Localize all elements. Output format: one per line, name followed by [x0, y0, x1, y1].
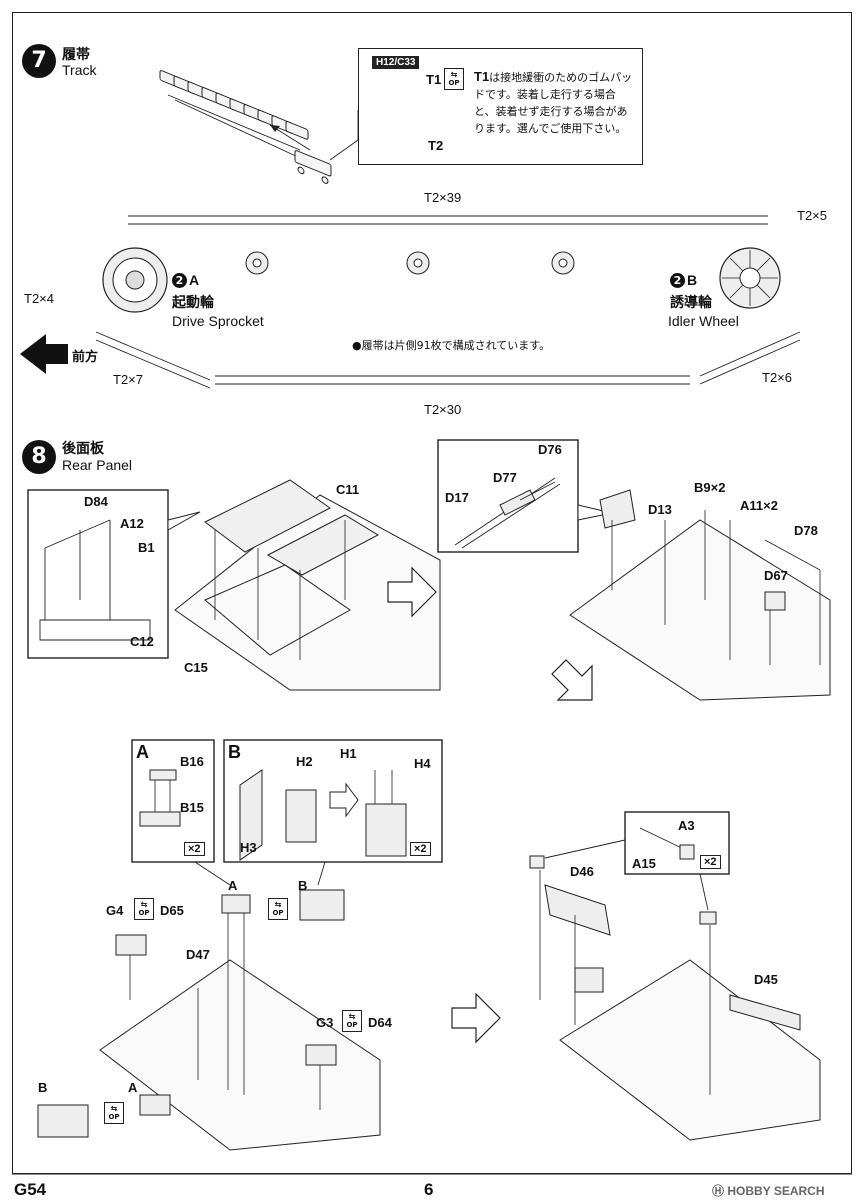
- count-left-bottom: T2×7: [113, 372, 143, 387]
- label-b1: B1: [138, 540, 155, 555]
- track-loop: [95, 215, 801, 389]
- label-h2: H2: [296, 754, 313, 769]
- step7-track-strip: [159, 70, 359, 184]
- inset-note-text: は接地緩衝のためのゴムパッドです。装着し走行する場合と、装着せず走行する場合があ…: [474, 71, 633, 135]
- footer-code: G54: [14, 1180, 47, 1199]
- step8-hull-lower-left: [37, 889, 381, 1151]
- label-a3: A3: [678, 818, 695, 833]
- front-arrow: [20, 334, 68, 374]
- sub-a-box: [131, 739, 231, 886]
- label-d67: D67: [764, 568, 788, 583]
- idler-wheel-jp: 誘導輪: [670, 295, 712, 311]
- label-d47: D47: [186, 947, 210, 962]
- drive-sprocket-en: Drive Sprocket: [172, 313, 264, 329]
- part-t2-label: T2: [428, 138, 444, 153]
- step7-title-jp: 履帯: [62, 47, 90, 63]
- watermark: Ⓗ HOBBY SEARCH: [712, 1182, 824, 1199]
- label-h4: H4: [414, 756, 431, 771]
- step8-inset-box-left: [27, 489, 201, 659]
- label-d77: D77: [493, 470, 517, 485]
- watermark-text: HOBBY SEARCH: [727, 1184, 825, 1198]
- step8-hull-upper: [174, 479, 441, 691]
- page-number: 6: [424, 1180, 434, 1199]
- step8-next-arrows: [387, 566, 593, 1044]
- label-a12: A12: [120, 516, 144, 531]
- label-d13: D13: [648, 502, 672, 517]
- label-c12: C12: [130, 634, 154, 649]
- label-h3: H3: [240, 840, 257, 855]
- op-icon: ⇆OP: [268, 898, 288, 920]
- label-a-marker: A: [228, 878, 238, 893]
- watermark-logo-icon: Ⓗ: [712, 1184, 725, 1198]
- count-top: T2×39: [424, 190, 462, 205]
- label-h1: H1: [340, 746, 357, 761]
- sub-a3-multiplier: ×2: [700, 855, 721, 869]
- step8-hull-right: [569, 489, 831, 701]
- step8-title-jp: 後面板: [62, 441, 104, 457]
- op-icon: ⇆OP: [342, 1010, 362, 1032]
- step8-inset-box-right: [437, 439, 613, 553]
- label-c15: C15: [184, 660, 208, 675]
- label-a-bottom: A: [128, 1080, 138, 1095]
- sub-a-letter: A: [136, 742, 149, 762]
- label-d45: D45: [754, 972, 778, 987]
- op-icon: ⇆OP: [444, 68, 464, 90]
- label-b-bottom: B: [38, 1080, 48, 1095]
- inset-tag: H12/C33: [372, 56, 420, 69]
- inset-note: T1は接地緩衝のためのゴムパッドです。装着し走行する場合と、装着せず走行する場合…: [474, 68, 636, 137]
- label-d64: D64: [368, 1015, 392, 1030]
- count-left: T2×4: [24, 291, 54, 306]
- label-g3: G3: [316, 1015, 334, 1030]
- label-d46: D46: [570, 864, 594, 879]
- label-b15: B15: [180, 800, 204, 815]
- label-a15: A15: [632, 856, 656, 871]
- track-note: ●履帯は片側91枚で構成されています。: [352, 339, 551, 352]
- sub-b-multiplier: ×2: [410, 842, 431, 856]
- label-c11: C11: [336, 482, 360, 497]
- op-icon: ⇆OP: [134, 898, 154, 920]
- idler-wheel-drawing: [719, 247, 781, 309]
- count-bottom: T2×30: [424, 402, 462, 417]
- step-ref-icon: 2: [670, 273, 685, 288]
- count-right-top: T2×5: [797, 208, 827, 223]
- part-t1-label: T1: [426, 72, 442, 87]
- drive-sprocket-drawing: [102, 247, 168, 313]
- step7-title-en: Track: [62, 62, 97, 78]
- sub-b-letter: B: [228, 742, 241, 762]
- count-right-bottom: T2×6: [762, 370, 792, 385]
- step-ref-icon: 2: [172, 273, 187, 288]
- op-icon: ⇆OP: [104, 1102, 124, 1124]
- sub-b-box: [223, 739, 443, 886]
- step7-badge: 7: [22, 44, 56, 78]
- front-label: 前方: [72, 350, 99, 365]
- step8-badge: 8: [22, 440, 56, 474]
- step8-title-en: Rear Panel: [62, 457, 133, 473]
- inset-note-t1: T1: [474, 69, 490, 84]
- label-b9: B9×2: [694, 480, 726, 495]
- label-a11: A11×2: [740, 498, 778, 513]
- label-b-marker: B: [298, 878, 308, 893]
- drive-sprocket-jp: 起動輪: [172, 295, 214, 311]
- label-d17: D17: [445, 490, 469, 505]
- road-wheels: [245, 251, 575, 275]
- label-d78: D78: [794, 523, 818, 538]
- label-d84: D84: [84, 494, 108, 509]
- label-g4: G4: [106, 903, 124, 918]
- label-b16: B16: [180, 754, 204, 769]
- idler-wheel-en: Idler Wheel: [668, 313, 739, 329]
- sub-a-multiplier: ×2: [184, 842, 205, 856]
- label-d76: D76: [538, 442, 562, 457]
- step8-hull-lower-right: [529, 855, 821, 1141]
- label-d65: D65: [160, 903, 184, 918]
